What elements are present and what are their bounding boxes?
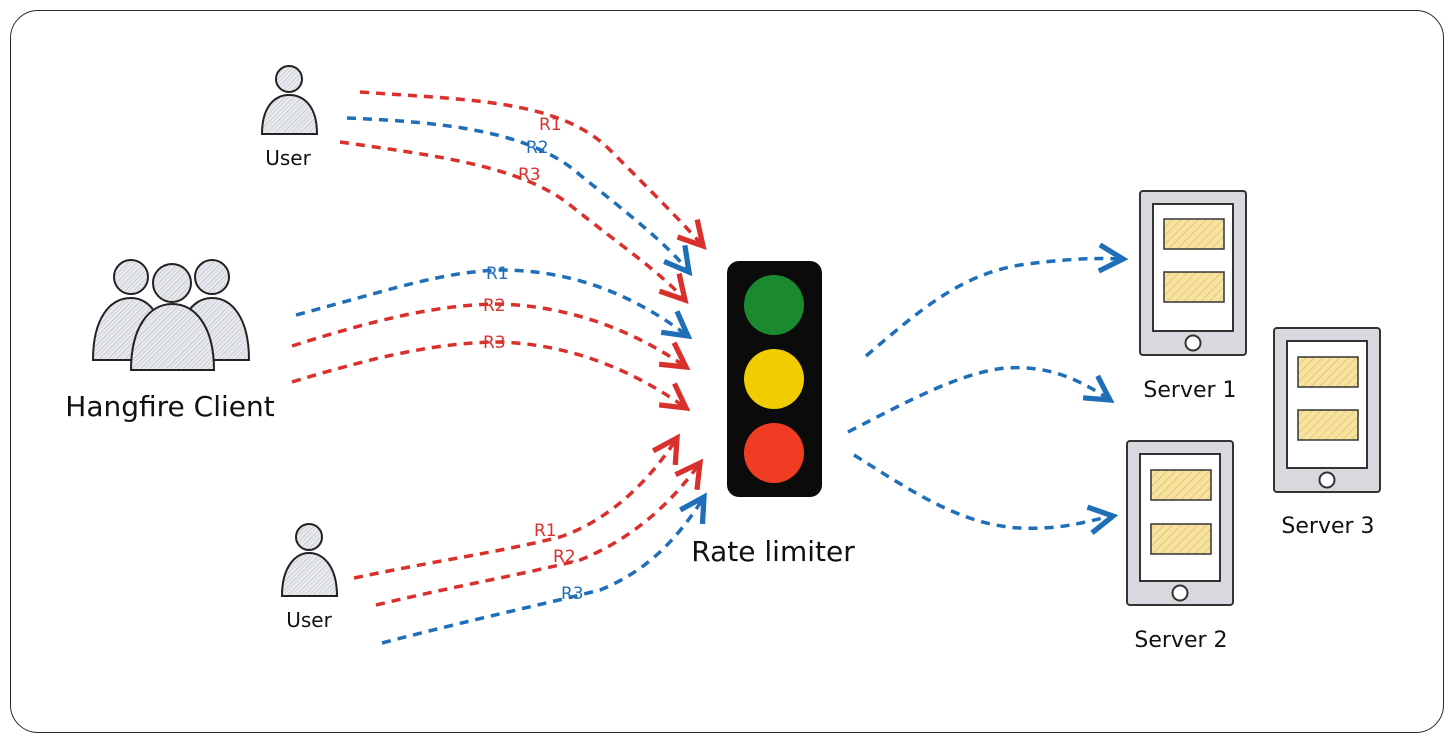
top-user-r2-label: R2 <box>526 138 549 158</box>
client-label: Hangfire Client <box>65 390 274 423</box>
to-server-1-arrow <box>864 259 1123 358</box>
top-user-icon <box>260 65 319 135</box>
server-1-icon <box>1139 190 1247 356</box>
top-user-r1-arrow <box>359 90 703 246</box>
top-user-label: User <box>265 146 311 170</box>
to-server-2-arrow <box>853 453 1113 528</box>
green-light <box>744 275 804 335</box>
client-r2-label: R2 <box>483 296 506 316</box>
client-r3-label: R3 <box>483 333 506 353</box>
client-r1-label: R1 <box>486 264 509 284</box>
bottom-user-r3-arrow <box>381 497 704 645</box>
diagram-border <box>10 10 1444 733</box>
top-user-r1-label: R1 <box>539 115 562 135</box>
server-3-icon <box>1273 327 1381 493</box>
bottom-user-r3-label: R3 <box>561 584 584 604</box>
top-user-r3-label: R3 <box>518 165 541 185</box>
top-user-r3-arrow <box>339 140 685 300</box>
top-user-r2-arrow <box>346 116 689 272</box>
bottom-user-r1-arrow <box>353 438 677 580</box>
client-r3-arrow <box>291 340 686 408</box>
client-r2-arrow <box>291 302 686 367</box>
server-2-icon <box>1126 440 1234 606</box>
bottom-user-r2-arrow <box>375 463 700 607</box>
bottom-user-label: User <box>286 608 332 632</box>
bottom-user-r1-label: R1 <box>534 521 557 541</box>
server-3-label: Server 3 <box>1281 514 1374 539</box>
traffic-light-icon <box>727 261 822 497</box>
client-group-icon <box>91 259 251 371</box>
server-2-label: Server 2 <box>1134 628 1227 653</box>
rate-limiter-label: Rate limiter <box>691 535 855 568</box>
to-server-3-arrow <box>847 365 1110 434</box>
server-1-label: Server 1 <box>1143 378 1236 403</box>
red-light <box>744 423 804 483</box>
yellow-light <box>744 349 804 409</box>
client-r1-arrow <box>295 268 688 336</box>
bottom-user-r2-label: R2 <box>553 547 576 567</box>
bottom-user-icon <box>280 523 339 597</box>
